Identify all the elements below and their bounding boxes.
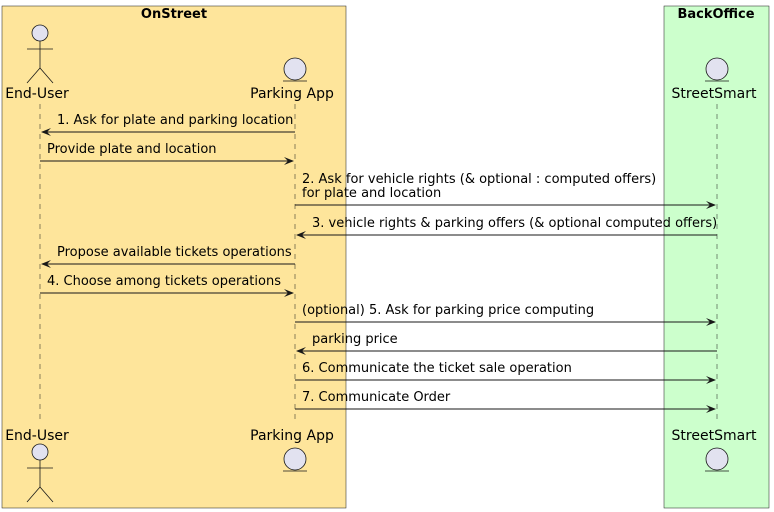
arrow-head-icon bbox=[706, 376, 716, 384]
arrow-head-icon bbox=[296, 231, 306, 239]
message-8: parking price bbox=[296, 332, 717, 355]
box-onstreet-title: OnStreet bbox=[141, 7, 207, 22]
message-7: (optional) 5. Ask for parking price comp… bbox=[295, 303, 716, 326]
arrow-head-icon bbox=[41, 128, 51, 136]
arrow-head-icon bbox=[284, 157, 294, 165]
message-1: 1. Ask for plate and parking location bbox=[41, 113, 295, 136]
message-label: (optional) 5. Ask for parking price comp… bbox=[302, 303, 594, 318]
arrow-head-icon bbox=[706, 318, 716, 326]
participant-end-user-top: End-User bbox=[5, 24, 69, 102]
participant-parking-app-bottom: Parking App bbox=[250, 428, 334, 472]
message-label: 2. Ask for vehicle rights (& optional : … bbox=[302, 172, 656, 187]
participant-name: End-User bbox=[5, 428, 69, 444]
message-label: 3. vehicle rights & parking offers (& op… bbox=[312, 216, 717, 231]
participant-end-user-bottom: End-User bbox=[5, 428, 69, 503]
message-label: 1. Ask for plate and parking location bbox=[57, 113, 293, 128]
participant-streetsmart-top: StreetSmart bbox=[672, 57, 757, 102]
box-backoffice-title: BackOffice bbox=[677, 7, 754, 22]
message-label: 6. Communicate the ticket sale operation bbox=[302, 361, 572, 376]
message-3: 2. Ask for vehicle rights (& optional : … bbox=[295, 172, 716, 209]
message-6: 4. Choose among tickets operations bbox=[40, 274, 294, 297]
messages: 1. Ask for plate and parking locationPro… bbox=[40, 113, 717, 413]
message-label: parking price bbox=[312, 332, 398, 347]
message-label: for plate and location bbox=[302, 186, 441, 201]
actor-icon bbox=[26, 443, 54, 503]
message-5: Propose available tickets operations bbox=[41, 245, 295, 268]
message-label: Provide plate and location bbox=[47, 142, 217, 157]
box-onstreet bbox=[1, 5, 347, 509]
message-label: Propose available tickets operations bbox=[57, 245, 292, 260]
message-4: 3. vehicle rights & parking offers (& op… bbox=[296, 216, 717, 239]
message-label: 7. Communicate Order bbox=[302, 390, 451, 405]
arrow-head-icon bbox=[284, 289, 294, 297]
entity-icon bbox=[705, 447, 729, 472]
participant-name: StreetSmart bbox=[672, 428, 757, 444]
participant-streetsmart-bottom: StreetSmart bbox=[672, 428, 757, 472]
entity-icon bbox=[705, 57, 729, 82]
participant-parking-app-top: Parking App bbox=[250, 57, 334, 102]
arrow-head-icon bbox=[706, 405, 716, 413]
arrow-head-icon bbox=[706, 201, 716, 209]
entity-icon bbox=[283, 447, 307, 472]
participant-name: Parking App bbox=[250, 428, 334, 444]
participant-name: StreetSmart bbox=[672, 86, 757, 102]
box-backoffice bbox=[663, 5, 770, 509]
message-label: 4. Choose among tickets operations bbox=[47, 274, 281, 289]
actor-icon bbox=[26, 24, 54, 84]
arrow-head-icon bbox=[41, 260, 51, 268]
message-9: 6. Communicate the ticket sale operation bbox=[295, 361, 716, 384]
message-2: Provide plate and location bbox=[40, 142, 294, 165]
participant-name: End-User bbox=[5, 86, 69, 102]
participant-name: Parking App bbox=[250, 86, 334, 102]
entity-icon bbox=[283, 57, 307, 82]
message-10: 7. Communicate Order bbox=[295, 390, 716, 413]
arrow-head-icon bbox=[296, 347, 306, 355]
